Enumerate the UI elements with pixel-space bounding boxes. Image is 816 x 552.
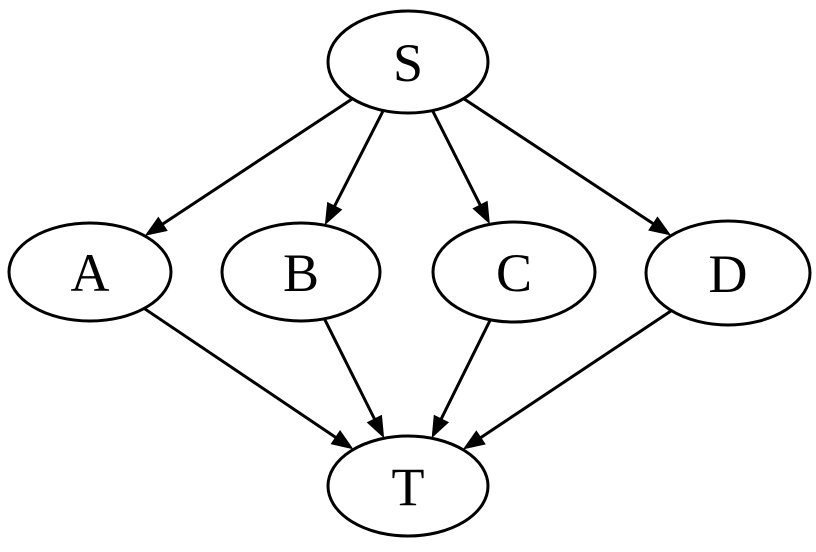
node-label-D: D xyxy=(709,244,748,304)
edge-A-T xyxy=(143,307,354,450)
edge-C-T xyxy=(431,319,492,439)
edge-S-A xyxy=(144,97,354,236)
node-label-A: A xyxy=(71,243,110,303)
node-A: A xyxy=(7,221,173,323)
node-label-B: B xyxy=(283,243,319,303)
node-S: S xyxy=(326,9,490,115)
node-ellipse-T xyxy=(326,434,490,538)
node-ellipse-S xyxy=(326,9,490,115)
nodes-layer: S A B C D T xyxy=(7,9,812,538)
node-ellipse-B xyxy=(220,221,382,323)
node-T: T xyxy=(326,434,490,538)
arrowhead-D-T xyxy=(462,430,486,450)
edges-layer xyxy=(143,97,673,450)
node-label-T: T xyxy=(392,457,425,517)
node-D: D xyxy=(644,219,812,327)
edge-S-B xyxy=(324,109,385,226)
arrowhead-B-T xyxy=(366,414,385,439)
node-ellipse-D xyxy=(644,219,812,327)
arrowhead-S-B xyxy=(324,201,343,226)
arrowhead-C-T xyxy=(431,414,450,439)
edge-D-T xyxy=(462,309,673,450)
arrowhead-S-D xyxy=(648,216,672,236)
node-C: C xyxy=(431,220,597,324)
node-ellipse-C xyxy=(431,220,597,324)
node-B: B xyxy=(220,221,382,323)
edge-B-T xyxy=(323,318,385,439)
node-ellipse-A xyxy=(7,221,173,323)
node-label-C: C xyxy=(496,243,532,303)
arrowhead-A-T xyxy=(330,430,354,450)
arrowhead-S-A xyxy=(144,216,168,236)
edge-S-C xyxy=(431,109,490,225)
edge-S-D xyxy=(462,97,672,236)
node-label-S: S xyxy=(393,33,423,93)
arrowhead-S-C xyxy=(472,200,490,225)
